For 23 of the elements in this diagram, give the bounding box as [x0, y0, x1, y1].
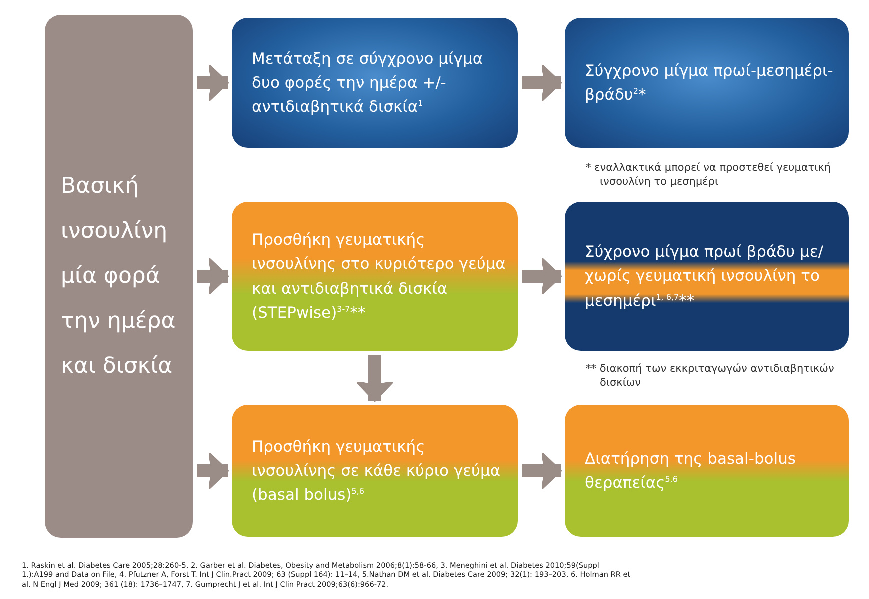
step-box	[565, 405, 849, 537]
step-text: Βασική ινσουλίνη μία φορά την ημέρα και δισκία	[61, 172, 177, 382]
step-text: Διατήρηση της basal-bolus θεραπείας$^{5,6}$	[585, 448, 797, 494]
step-box	[565, 202, 849, 351]
arrow	[197, 64, 229, 102]
step-box	[232, 202, 518, 351]
step-text: Προσθήκη γευματικής ινσουλίνης στο κυριότερο γεύμα και αντιδιαβητικά δισκία (STEPwise)$^{3-7}$**	[252, 230, 506, 324]
step-box	[45, 15, 193, 538]
step-text: Σύχρονο μίγμα πρωί βράδυ με/χωρίς γευματική ινσουλίνη το μεσημέρι$^{1, 6,7}$**	[585, 242, 825, 312]
step-text: Προσθήκη γευματικής ινσουλίνης σε κάθε κύριο γεύμα (basal bolus)$^{5,6}$	[252, 436, 502, 506]
arrow	[197, 452, 229, 490]
arrow	[356, 355, 394, 402]
footnote-text: ** διακοπή των εκκριταγωγών αντιδιαβητικών δισκίων	[586, 362, 836, 390]
step-box	[565, 18, 849, 148]
step-box	[232, 18, 518, 148]
step-box	[232, 405, 518, 537]
step-text: Μετάταξη σε σύγχρονο μίγμα δυο φορές την ημέρα +/- αντιδιαβητικά δισκία$^{1}$	[252, 48, 484, 118]
arrow	[522, 452, 562, 490]
footnote-text: * εναλλακτικά μπορεί να προστεθεί γευματική ινσουλίνη το μεσημέρι	[586, 161, 832, 190]
arrow	[522, 64, 562, 102]
step-text: Σύγχρονο μίγμα πρωί-μεσημέρι-βράδυ$^{2}$*	[585, 60, 834, 106]
arrow	[197, 258, 229, 296]
arrow	[522, 258, 562, 296]
